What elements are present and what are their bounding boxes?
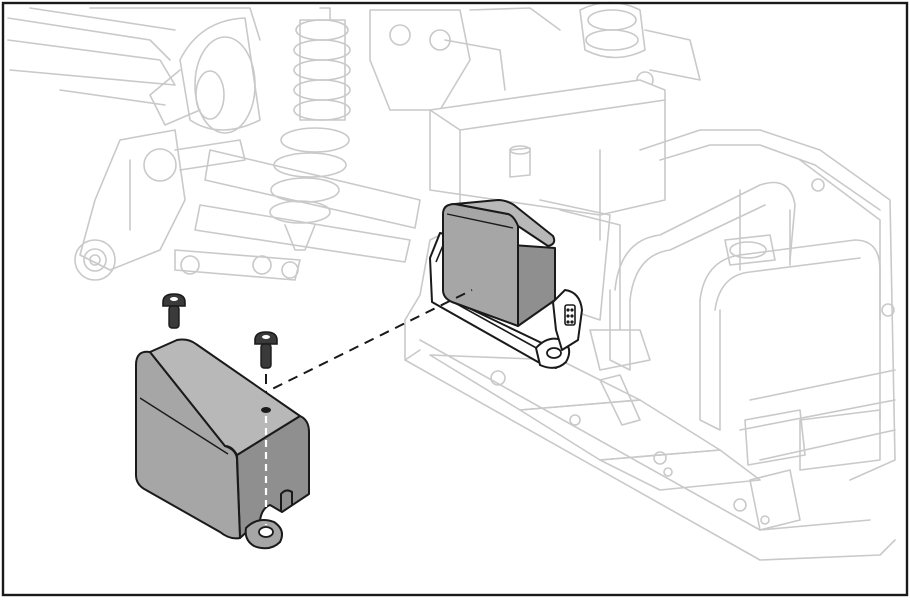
cover-to-receiver-guide — [257, 289, 473, 397]
chassis-lower-plate — [404, 234, 896, 561]
screw-icon — [162, 293, 186, 329]
center-tray — [429, 79, 666, 331]
screw-icon — [254, 331, 278, 369]
shock-absorber — [269, 7, 351, 251]
chassis — [7, 1, 896, 561]
mounting-screw — [162, 293, 186, 329]
wheel-hub — [74, 129, 301, 281]
chassis-right-rail — [639, 129, 896, 481]
roll-cage — [609, 181, 881, 431]
mounting-screw — [254, 331, 278, 369]
receiver-connector — [552, 289, 583, 351]
front-suspension-arms — [7, 7, 421, 263]
differential-housing — [149, 17, 261, 134]
receiver-box-cover — [135, 338, 310, 550]
